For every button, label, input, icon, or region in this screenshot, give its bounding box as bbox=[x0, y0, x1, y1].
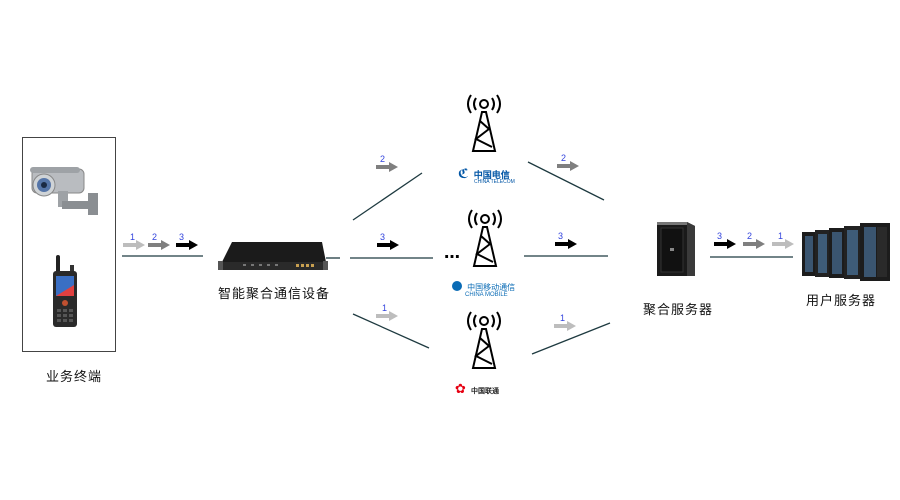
packet-number: 3 bbox=[179, 232, 185, 242]
packet-number: 2 bbox=[747, 231, 753, 241]
line-device-telecom bbox=[352, 172, 423, 221]
packet-arrow-2 bbox=[148, 240, 170, 250]
terminal-label: 业务终端 bbox=[46, 370, 103, 385]
carrier-name: 中国电信 bbox=[473, 170, 510, 180]
packet-number: 3 bbox=[558, 231, 564, 241]
radio-handset-icon bbox=[53, 255, 77, 327]
telecom-emblem-icon: ℭ bbox=[458, 167, 469, 182]
carrier-name: 中国移动通信 bbox=[467, 283, 516, 292]
packet-arrow-2 bbox=[743, 239, 765, 249]
mobile-emblem-icon bbox=[452, 280, 462, 291]
tower-server-icon bbox=[657, 222, 695, 276]
terminal-group-box bbox=[22, 137, 116, 352]
carrier-logo-telecom: ℭ 中国电信 CHINA TELECOM bbox=[458, 163, 515, 185]
packet-number: 2 bbox=[152, 232, 158, 242]
packet-arrow-1 bbox=[376, 311, 398, 321]
packet-arrow-3 bbox=[377, 240, 399, 250]
carrier-logo-unicom: ✿ 中国联通 bbox=[455, 378, 499, 397]
packet-number: 1 bbox=[778, 231, 784, 241]
carrier-sub: CHINA TELECOM bbox=[474, 179, 515, 185]
packet-number: 1 bbox=[130, 232, 136, 242]
packet-arrow-2 bbox=[557, 161, 579, 171]
packet-number: 2 bbox=[561, 153, 567, 163]
packet-arrow-3 bbox=[714, 239, 736, 249]
carrier-name: 中国联通 bbox=[471, 388, 499, 395]
camera-icon bbox=[30, 167, 98, 215]
unicom-emblem-icon: ✿ bbox=[455, 382, 466, 397]
ellipsis: … bbox=[444, 243, 460, 262]
packet-arrow-1 bbox=[772, 239, 794, 249]
packet-arrow-2 bbox=[376, 162, 398, 172]
packet-arrow-1 bbox=[554, 321, 576, 331]
server-rack-icon bbox=[802, 223, 890, 281]
carrier-logo-mobile: 中国移动通信 CHINA MOBILE bbox=[452, 275, 515, 298]
line-telecom-server bbox=[527, 161, 605, 201]
packet-number: 1 bbox=[382, 303, 388, 313]
packet-arrow-3 bbox=[555, 239, 577, 249]
packet-arrow-1 bbox=[123, 240, 145, 250]
tower-icon-unicom bbox=[467, 311, 501, 369]
tower-icon-telecom bbox=[467, 94, 501, 152]
packet-number: 2 bbox=[380, 154, 386, 164]
carrier-sub: CHINA MOBILE bbox=[465, 292, 508, 298]
packet-number: 3 bbox=[717, 231, 723, 241]
packet-number: 3 bbox=[380, 232, 386, 242]
user-server-label: 用户服务器 bbox=[806, 294, 877, 309]
tower-icon-mobile bbox=[468, 209, 502, 267]
agg-server-label: 聚合服务器 bbox=[643, 303, 714, 318]
line-unicom-server bbox=[531, 322, 611, 355]
packet-number: 1 bbox=[560, 313, 566, 323]
device-label: 智能聚合通信设备 bbox=[218, 287, 331, 302]
rack-device-icon bbox=[218, 242, 328, 270]
packet-arrow-3 bbox=[176, 240, 198, 250]
line-device-unicom bbox=[352, 313, 430, 349]
